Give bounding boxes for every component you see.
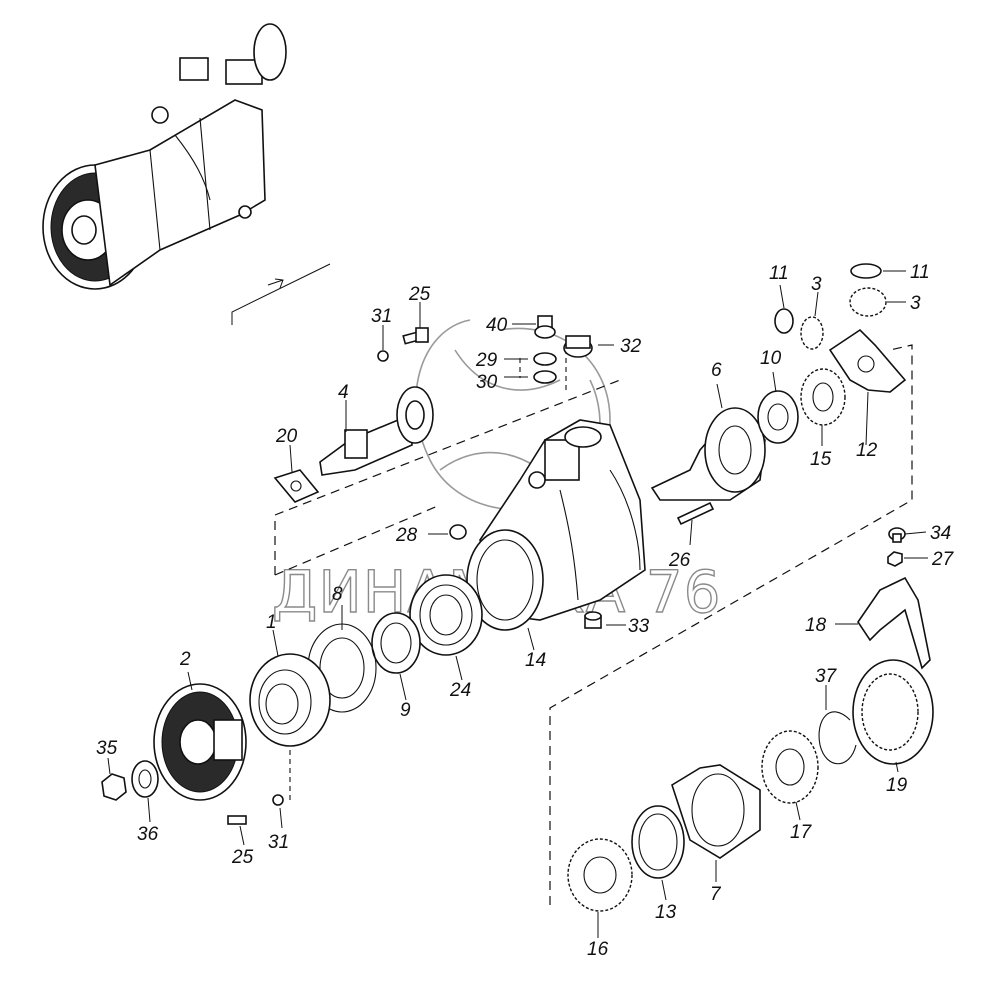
callout-25-top: 25 (408, 284, 431, 305)
assembly-line-top (519, 340, 567, 390)
snap-ring-icon (818, 711, 857, 765)
callout-28: 28 (395, 525, 418, 546)
callout-9: 9 (400, 700, 411, 721)
callout-33: 33 (628, 616, 650, 637)
gearbox-housing-icon (466, 419, 646, 631)
callout-1: 1 (266, 612, 277, 633)
callout-40: 40 (486, 315, 508, 336)
washer-11-left-icon (774, 308, 794, 334)
drain-plug-icon (584, 611, 602, 629)
callout-27: 27 (931, 549, 955, 570)
callout-17: 17 (790, 822, 813, 843)
callout-15: 15 (810, 449, 832, 470)
output-shaft-icon (319, 386, 434, 476)
callout-8: 8 (332, 584, 343, 605)
callout-31-top: 31 (371, 306, 392, 327)
callout-14: 14 (525, 650, 546, 671)
spider-cross-icon (828, 328, 907, 393)
direction-arrow-icon (267, 278, 284, 289)
callout-18: 18 (805, 615, 827, 636)
callout-24: 24 (449, 680, 471, 701)
callout-37: 37 (815, 666, 838, 687)
washer-11-right-icon (850, 263, 882, 279)
callout-4: 4 (338, 382, 349, 403)
callout-12: 12 (856, 440, 878, 461)
callout-7: 7 (710, 884, 722, 905)
bearing-cover-icon (249, 653, 331, 747)
callout-35: 35 (96, 738, 118, 759)
gasket-icon (273, 469, 320, 503)
callout-31-bottom: 31 (268, 832, 289, 853)
spacer-ring-icon (631, 805, 685, 879)
callout-26: 26 (668, 550, 691, 571)
callout-16: 16 (587, 939, 609, 960)
shift-fork-icon (857, 576, 931, 670)
callout-32: 32 (620, 336, 642, 357)
coupling-hub-icon (671, 764, 761, 859)
differential-carrier-icon (650, 407, 766, 501)
assembly-line-left (274, 379, 621, 575)
washer-icon (131, 760, 159, 798)
bolt-26-icon (676, 501, 715, 526)
bolt-34-icon (888, 527, 906, 543)
leader-lines (107, 270, 928, 938)
gear-16-icon (567, 838, 633, 912)
shift-sleeve-icon (852, 659, 934, 765)
seal-ring-30-icon (533, 370, 557, 384)
callout-6: 6 (711, 360, 722, 381)
nut-icon (101, 773, 127, 801)
callout-10: 10 (760, 348, 782, 369)
callout-11-left: 11 (769, 263, 789, 284)
callout-29: 29 (475, 350, 498, 371)
drive-flange-icon (153, 683, 247, 801)
callout-19: 19 (886, 775, 908, 796)
callout-36: 36 (137, 824, 159, 845)
callout-34: 34 (930, 523, 951, 544)
callout-11-right: 11 (910, 262, 930, 283)
bolt-25-lower-icon (227, 815, 247, 825)
plug-28-icon (449, 524, 467, 540)
oil-seal-icon (371, 612, 421, 674)
seal-ring-29-icon (533, 352, 557, 366)
bearing-icon (409, 574, 483, 656)
assembled-transfer-case-icon (42, 23, 287, 290)
gear-17-icon (761, 730, 819, 804)
callout-3-right: 3 (910, 293, 921, 314)
side-gear-icon (800, 368, 846, 426)
lock-washer-icon (377, 350, 389, 362)
nut-27-icon (887, 551, 903, 567)
callout-25-bottom: 25 (231, 847, 254, 868)
pinion-3-left-icon (800, 316, 824, 350)
lock-washer-31-lower-icon (272, 794, 284, 806)
breather-valve-icon (534, 315, 556, 339)
callout-20: 20 (275, 426, 298, 447)
pinion-3-right-icon (849, 287, 887, 317)
plug-32-icon (563, 335, 593, 358)
thrust-washer-icon (757, 390, 799, 444)
separator-line (231, 263, 331, 325)
callout-2: 2 (179, 649, 191, 670)
callout-13: 13 (655, 902, 677, 923)
callout-30: 30 (476, 372, 498, 393)
callout-3-left: 3 (811, 274, 822, 295)
bolt-icon (402, 327, 429, 345)
